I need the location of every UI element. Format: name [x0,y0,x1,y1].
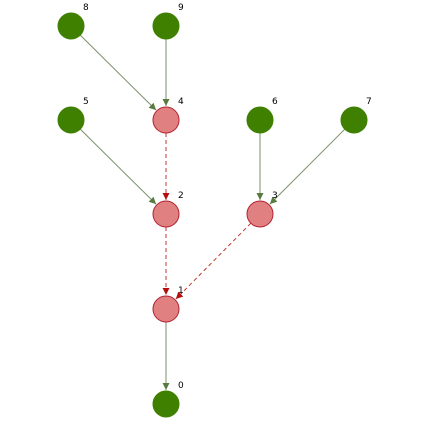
node-6: 6 [246,97,278,134]
node-5-label: 5 [83,97,89,107]
node-5-circle [57,106,85,134]
node-1: 1 [152,286,184,323]
node-8-label: 8 [83,3,89,13]
edge-8-to-4 [79,34,157,111]
node-4-label: 4 [178,97,184,107]
node-3-circle [246,200,274,228]
edges-layer [79,34,346,390]
node-2-label: 2 [178,191,184,201]
node-6-circle [246,106,274,134]
node-4: 4 [152,97,184,134]
node-8: 8 [57,3,89,40]
node-9-circle [152,12,180,40]
node-8-circle [57,12,85,40]
edge-7-to-3 [269,128,346,205]
edge-5-to-2 [79,128,157,205]
node-7-label: 7 [366,97,372,107]
node-3-label: 3 [272,191,278,201]
node-2-circle [152,200,180,228]
node-1-circle [152,295,180,323]
edge-3-to-1 [175,222,252,300]
node-0: 0 [152,381,184,418]
node-7: 7 [340,97,372,134]
node-5: 5 [57,97,89,134]
node-0-label: 0 [178,381,184,391]
node-1-label: 1 [178,286,184,296]
nodes-layer: 0 1 2 3 4 5 6 7 8 9 [57,3,372,418]
node-9-label: 9 [178,3,184,13]
node-3: 3 [246,191,278,228]
node-9: 9 [152,3,184,40]
node-7-circle [340,106,368,134]
node-6-label: 6 [272,97,278,107]
node-4-circle [152,106,180,134]
node-0-circle [152,390,180,418]
node-2: 2 [152,191,184,228]
